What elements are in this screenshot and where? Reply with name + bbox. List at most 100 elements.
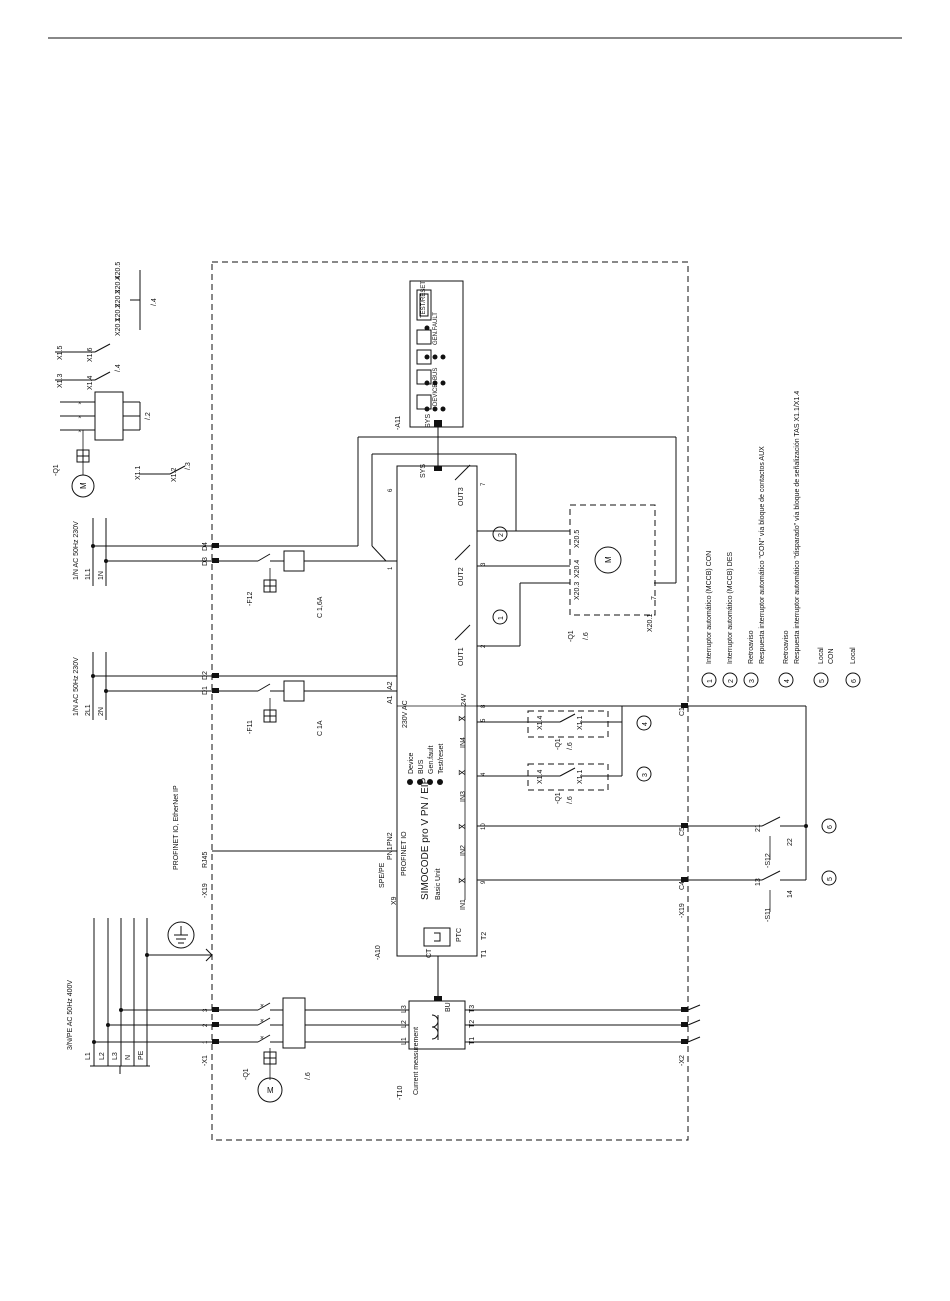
legend-2: Interruptor automático (MCCB) DES <box>727 552 734 664</box>
x203-top: X20.3 <box>115 290 122 308</box>
s11-label: -S11 <box>765 908 772 922</box>
x14-b: X1.4 <box>537 769 544 784</box>
pin-6: 6 <box>388 488 394 492</box>
in3-label: IN3 <box>460 791 467 802</box>
d1-label: D1 <box>202 686 209 695</box>
legend-3a: Retroaviso <box>748 630 755 664</box>
x2-terminal-strip <box>681 1004 701 1044</box>
local-pushbuttons <box>477 703 808 912</box>
x15-label: X1.5 <box>57 345 64 360</box>
q1-top-label: -Q1 <box>53 464 60 476</box>
device-sub: Basic Unit <box>435 868 442 900</box>
t10-label: -T10 <box>397 1086 404 1101</box>
x16-label: X1.6 <box>87 347 94 362</box>
svg-text:⋈: ⋈ <box>458 876 466 885</box>
k2-ref: /.6 <box>567 742 574 750</box>
legend-4a: Retroaviso <box>783 630 790 664</box>
k3-label: -Q1 <box>555 792 562 804</box>
profinet-label: PROFINET IO, EtherNet IP <box>173 785 180 870</box>
panel-test-label: TEST/RESET <box>421 281 427 318</box>
svg-text:4: 4 <box>642 722 649 726</box>
svg-text:×: × <box>78 415 82 421</box>
three-phase-supply <box>90 918 215 1074</box>
pn2-label: PN2 <box>387 832 394 846</box>
ref4-b: /.4 <box>151 298 158 306</box>
legend-5b: CON <box>828 648 835 664</box>
out3-label: OUT3 <box>458 487 465 506</box>
ref4-a: /.4 <box>115 364 122 372</box>
mo-q1: -Q1 <box>568 630 575 642</box>
pin-5: 5 <box>481 718 487 722</box>
svg-text:2: 2 <box>728 679 735 683</box>
x11-b: X1.1 <box>577 769 584 784</box>
l1-label: L1 <box>85 1052 92 1060</box>
panel-genfault-label: GEN.FAULT <box>433 312 439 345</box>
ref3-label: /.3 <box>185 462 192 470</box>
pin-1: 1 <box>388 566 394 570</box>
x204-top: X20.4 <box>115 276 122 294</box>
legend-6: Local <box>850 647 857 664</box>
panel-ref: -A11 <box>395 416 402 430</box>
motor-operator-box <box>569 504 656 616</box>
q1-ref: /.6 <box>305 1072 312 1080</box>
l3t-label: L3 <box>401 1005 408 1013</box>
k3-ref: /.6 <box>567 796 574 804</box>
device-ref: -A10 <box>375 945 382 960</box>
t1-label: T1 <box>481 950 488 958</box>
f11-rating: C 1A <box>317 720 324 736</box>
led-device: Device <box>408 752 415 774</box>
rj45-label: RJ45 <box>202 852 209 868</box>
motor-operator-m-icon <box>594 546 622 574</box>
out1-label: OUT1 <box>458 647 465 666</box>
led-genfault: Gen.fault <box>428 746 435 774</box>
x19-right-label: -X19 <box>679 903 686 918</box>
pin-7: 7 <box>481 482 487 486</box>
f11-label: -F11 <box>247 720 254 734</box>
l2-label: L2 <box>99 1052 106 1060</box>
svg-text:⋈: ⋈ <box>458 714 466 723</box>
n22-label: 22 <box>787 838 794 846</box>
panel-sys-label: SYS <box>425 414 432 428</box>
current-label: Current measurement <box>413 1027 420 1095</box>
x201-top: X20.1 <box>115 318 122 336</box>
a2-label: A2 <box>387 681 394 690</box>
legend: 1 2 3 4 5 6 <box>701 672 861 688</box>
svg-text:×: × <box>78 401 82 407</box>
mo-q1-ref: /.6 <box>583 632 590 640</box>
device-supply: 230V AC <box>402 700 409 728</box>
x14-top-label: X1.4 <box>87 375 94 390</box>
n21-label: 21 <box>755 824 762 832</box>
x13-label: X1.3 <box>57 373 64 388</box>
n-label: N <box>125 1055 132 1060</box>
t1t-label: T1 <box>469 1037 476 1045</box>
v24-label: 24V <box>461 693 468 706</box>
x9-label: X9 <box>391 896 398 905</box>
current-measurement-t10 <box>408 996 685 1050</box>
supply-2 <box>91 652 397 723</box>
svg-text:3: 3 <box>642 773 649 777</box>
svg-text:1: 1 <box>203 1040 209 1044</box>
q1-top-m: M <box>79 482 88 489</box>
ptc-label: PTC <box>456 928 463 942</box>
svg-text:1: 1 <box>498 616 505 620</box>
mo-m: M <box>604 556 613 563</box>
svg-text:5: 5 <box>827 877 834 881</box>
pin-4: 4 <box>481 772 487 776</box>
x11-top-label: X1.1 <box>135 465 142 480</box>
f12-rating: C 1,6A <box>317 596 324 618</box>
pe-label: PE <box>138 1050 145 1060</box>
svg-text:3: 3 <box>203 1008 209 1012</box>
svg-text:×: × <box>260 1018 264 1025</box>
svg-text:5: 5 <box>819 679 826 683</box>
led-test: Test/reset <box>438 744 445 774</box>
enclosure-border <box>211 261 689 1141</box>
svg-text:3: 3 <box>749 679 756 683</box>
x1-label: -X1 <box>202 1055 209 1066</box>
three-phase-label: 3/N/PE AC 50Hz 400V <box>67 980 74 1050</box>
spe-label: SPE/PE <box>379 862 386 888</box>
l1t-label: L1 <box>401 1037 408 1045</box>
x205-mo-label: X20.5 <box>574 530 581 548</box>
led-bus: BUS <box>418 759 425 774</box>
out2-label: OUT2 <box>458 567 465 586</box>
a1-label: A1 <box>387 695 394 704</box>
